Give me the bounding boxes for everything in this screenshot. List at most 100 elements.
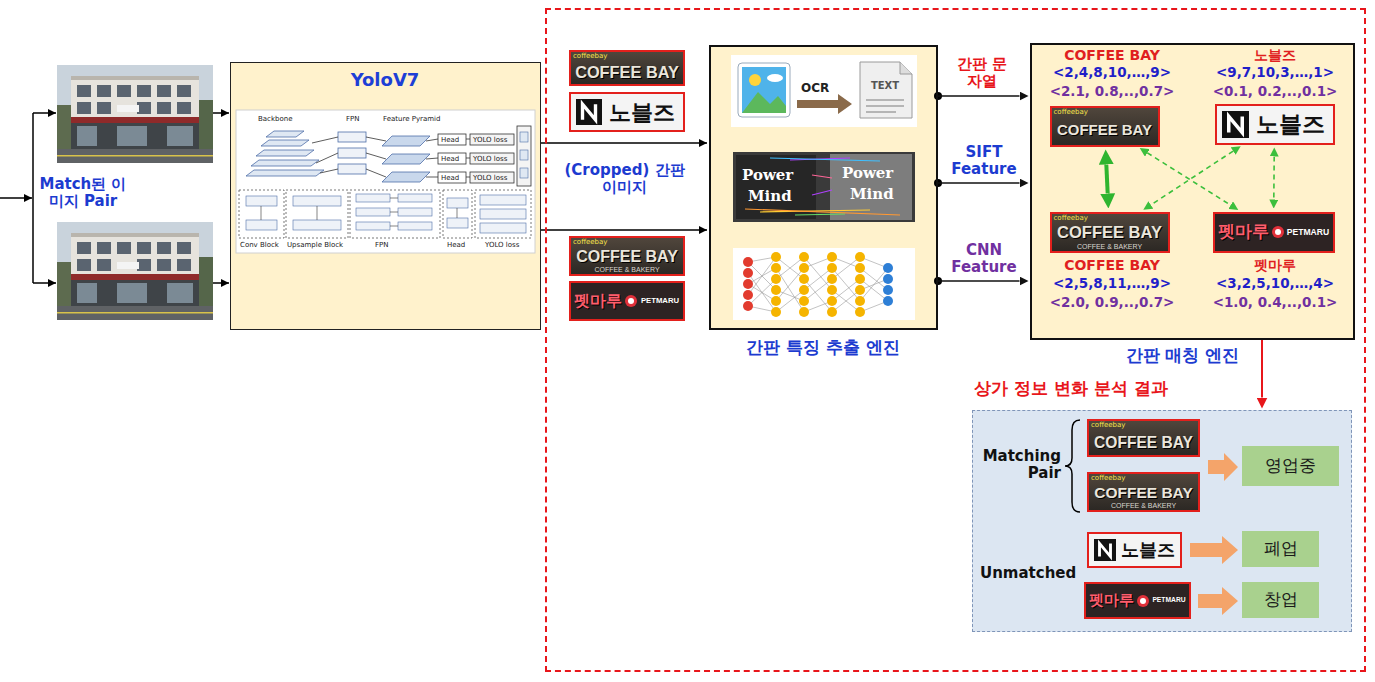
label-text: COFFEE BAY xyxy=(1064,257,1160,273)
label-text: <0.1, 0.2,..,0.1> xyxy=(1213,84,1338,100)
yolo-architecture xyxy=(246,170,324,176)
cnn-illustration xyxy=(733,248,915,320)
connector xyxy=(938,95,1020,97)
node-text: 폐업 xyxy=(1264,539,1298,559)
cnn-illustration xyxy=(743,257,753,267)
label-text: 노블즈 xyxy=(1254,47,1296,63)
sign-text: coffeebay xyxy=(573,53,607,60)
cnn-illustration xyxy=(743,257,753,311)
yolo-architecture xyxy=(520,132,528,142)
yolo-architecture xyxy=(246,194,526,233)
text-holder: Unmatched xyxy=(980,565,1076,582)
cnn-illustration xyxy=(743,290,753,300)
cnn-illustration xyxy=(799,263,809,273)
text-holder: COFFEE BAY xyxy=(1094,485,1192,501)
logo-mark xyxy=(1094,539,1116,561)
text-holder: YOLO loss xyxy=(473,174,507,182)
yolo-architecture xyxy=(382,136,430,146)
logo-mark xyxy=(583,104,596,120)
label-text: Head xyxy=(447,241,465,249)
label-text: Head xyxy=(441,155,459,163)
cnn-illustration xyxy=(855,274,865,284)
sign-text: COFFEE BAY xyxy=(576,249,678,265)
text-holder: coffeebay xyxy=(1091,422,1125,429)
edge-label: CNN Feature xyxy=(946,242,1022,277)
cnn-illustration xyxy=(883,263,893,306)
cnn-illustration xyxy=(883,263,893,273)
yolo-architecture xyxy=(438,172,466,183)
yolo-architecture xyxy=(382,172,430,182)
logo-mark xyxy=(1275,229,1281,235)
node-text: 상가 정보 변화 분석 결과 xyxy=(974,379,1168,399)
yolo-architecture xyxy=(239,190,531,238)
label-text: COFFEE BAY xyxy=(1064,47,1160,63)
cnn-illustration xyxy=(883,274,893,284)
sign-image: coffeebayCOFFEE BAYCOFFEE & BAKERY xyxy=(569,236,685,276)
text-holder: COFFEE BAY xyxy=(1064,47,1160,63)
sign-text: coffeebay xyxy=(1091,475,1125,482)
text-holder: <3,2,5,10,…,4> xyxy=(1216,276,1334,292)
sign-text: COFFEE BAY xyxy=(1094,485,1192,501)
text-holder: Match된 이미지 Pair xyxy=(37,176,129,211)
yolo-architecture xyxy=(520,150,528,160)
text-holder: (Cropped) 간판 이미지 xyxy=(563,162,687,197)
yolo-architecture xyxy=(382,154,430,164)
yolo-architecture xyxy=(261,198,457,226)
sign-image: 펫마루PETMARU xyxy=(1084,582,1191,619)
text-holder: Power xyxy=(842,165,893,182)
yolo-architecture xyxy=(398,208,432,216)
connector xyxy=(938,280,1020,282)
yolo-architecture xyxy=(382,136,430,182)
connector xyxy=(1273,156,1275,199)
text-holder: COFFEE BAY xyxy=(1064,257,1160,273)
text-holder: COFFEE & BAKERY xyxy=(1077,243,1142,250)
label-text: TEXT xyxy=(871,80,899,92)
text-holder: coffeebay xyxy=(1091,475,1125,482)
status-box: 영업중 xyxy=(1242,446,1339,486)
sift-illustration xyxy=(812,190,832,195)
text-holder: Head xyxy=(447,241,465,249)
engine-box: 간판 매칭 엔진coffeebayCOFFEE BAY노블즈coffeebayC… xyxy=(1030,43,1355,340)
text-holder: <2,5,8,11,…,9> xyxy=(1053,276,1171,292)
cnn-illustration xyxy=(743,301,753,311)
node-text: 창업 xyxy=(1264,590,1298,610)
text-holder: coffeebay xyxy=(1054,109,1088,116)
text-holder: OCR xyxy=(801,82,829,96)
text-holder: coffeebay xyxy=(573,239,607,246)
text-holder: YOLO loss xyxy=(473,155,507,163)
cnn-illustration xyxy=(855,263,865,273)
sign-text: COFFEE & BAKERY xyxy=(1077,243,1142,250)
yolo-architecture xyxy=(398,194,432,202)
sift-illustration xyxy=(812,175,832,178)
connector xyxy=(938,182,1020,184)
sign-image: coffeebayCOFFEE BAYCOFFEE & BAKERY xyxy=(1087,472,1200,512)
text-holder: CNN Feature xyxy=(946,242,1022,277)
flow-arrow xyxy=(33,112,56,114)
text-holder: FPN xyxy=(346,115,359,123)
yolo-architecture xyxy=(338,164,366,174)
logo-mark xyxy=(1137,595,1149,607)
sign-image: 노블즈 xyxy=(1215,104,1335,145)
yolo-architecture xyxy=(261,198,457,226)
text-holder: PETMARU xyxy=(641,297,679,305)
flow-arrow xyxy=(213,112,229,114)
status-box: 폐업 xyxy=(1242,531,1319,567)
text-holder: COFFEE BAY xyxy=(1057,123,1152,138)
sift-illustration xyxy=(745,209,900,215)
text-holder: 간판 문자열 xyxy=(951,56,1013,91)
yolo-architecture xyxy=(246,220,277,230)
yolo-architecture xyxy=(266,131,304,137)
cnn-illustration xyxy=(771,296,781,306)
text-holder: Head xyxy=(441,136,459,144)
logo-mark xyxy=(576,99,602,125)
connector xyxy=(1261,340,1263,398)
cnn-illustration xyxy=(799,252,809,262)
label-text: FPN xyxy=(375,241,388,249)
label-text: Conv Block xyxy=(240,241,279,249)
cnn-illustration xyxy=(799,296,809,306)
text-holder: <9,7,10,3,…,1> xyxy=(1216,65,1334,81)
text-holder: COFFEE BAY xyxy=(1094,435,1193,451)
cnn-illustration xyxy=(827,307,837,317)
yolo-architecture xyxy=(338,148,366,158)
